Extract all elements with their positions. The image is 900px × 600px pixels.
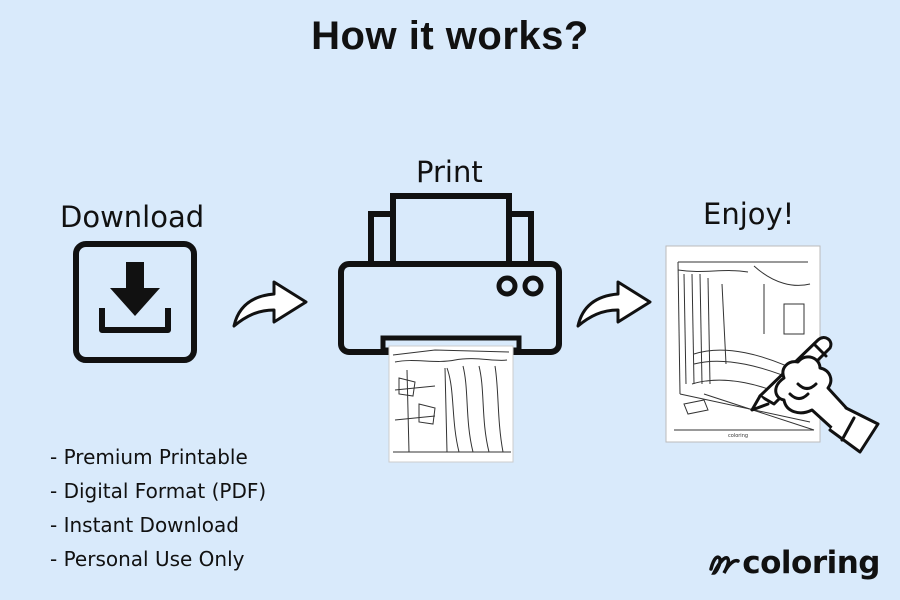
- coloring-page-icon: coloring: [665, 245, 880, 454]
- feature-item: - Digital Format (PDF): [50, 479, 267, 503]
- feature-item: - Instant Download: [50, 513, 239, 537]
- arrow-right-icon: [576, 280, 652, 328]
- coloring-logo-icon: [709, 555, 740, 575]
- arrow-right-icon: [232, 280, 308, 328]
- svg-text:coloring: coloring: [728, 433, 748, 439]
- step-label-print: Print: [416, 155, 483, 189]
- step-label-download: Download: [60, 200, 205, 234]
- feature-list: - Premium Printable - Digital Format (PD…: [50, 440, 266, 576]
- printer-icon: [338, 193, 562, 463]
- feature-item: - Premium Printable: [50, 445, 248, 469]
- step-label-enjoy: Enjoy!: [703, 197, 795, 231]
- page-title: How it works?: [311, 14, 589, 58]
- download-icon: [73, 241, 197, 363]
- brand-logo: coloring: [708, 545, 880, 581]
- logo-text: coloring: [742, 545, 880, 581]
- feature-item: - Personal Use Only: [50, 547, 245, 571]
